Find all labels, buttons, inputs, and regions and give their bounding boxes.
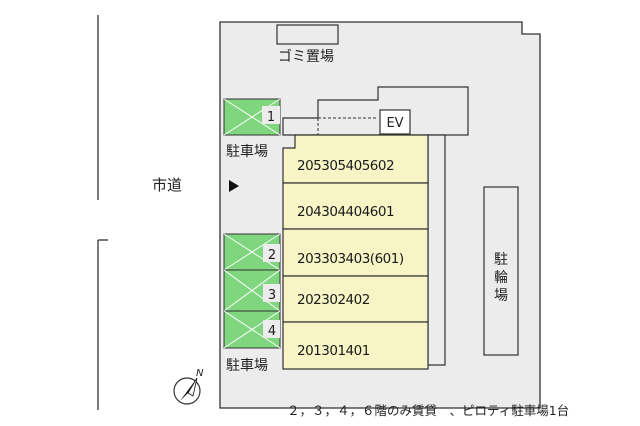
unit-label: 202302402: [297, 292, 370, 308]
parking-space-4: 4: [223, 310, 281, 349]
unit-stack: [282, 134, 429, 370]
building-body: [427, 134, 446, 366]
unit-label: 205305405602: [297, 158, 394, 174]
bicycle-label-char: 駐: [494, 252, 508, 268]
parking-number: 1: [267, 110, 275, 125]
bicycle-parking: [483, 186, 519, 356]
parking-number: 4: [268, 324, 276, 339]
unit-row-1: [282, 321, 429, 370]
unit-row-3: [282, 228, 429, 277]
elevator-box: [379, 109, 411, 135]
building-upper-outline: [282, 86, 469, 136]
bicycle-label-char: 場: [494, 288, 508, 304]
parking-number: 3: [268, 288, 276, 303]
parking-space-3: 3: [223, 269, 281, 312]
parking-number: 2: [268, 248, 276, 263]
bicycle-label-char: 輪: [494, 269, 508, 286]
entrance-arrow-icon: [229, 180, 239, 192]
footnote: ２，３，４，６階のみ賃貸 、ピロティ駐車場1台: [287, 403, 569, 418]
garbage-label: ゴミ置場: [278, 48, 334, 65]
unit-label: 201301401: [297, 343, 370, 359]
parking-label-bottom: 駐車場: [226, 357, 268, 374]
unit-label: 203303403(601): [297, 251, 404, 267]
garbage-area: [276, 24, 339, 45]
road-label: 市道: [152, 176, 182, 194]
parking-label-top: 駐車場: [226, 143, 268, 160]
unit-label: 204304404601: [297, 204, 394, 220]
parking-space-1: 1: [223, 98, 281, 136]
parking-space-2: 2: [223, 233, 281, 271]
compass-north-letter: N: [196, 368, 204, 379]
elevator-label: EV: [386, 116, 403, 131]
compass-icon: N: [173, 368, 204, 405]
